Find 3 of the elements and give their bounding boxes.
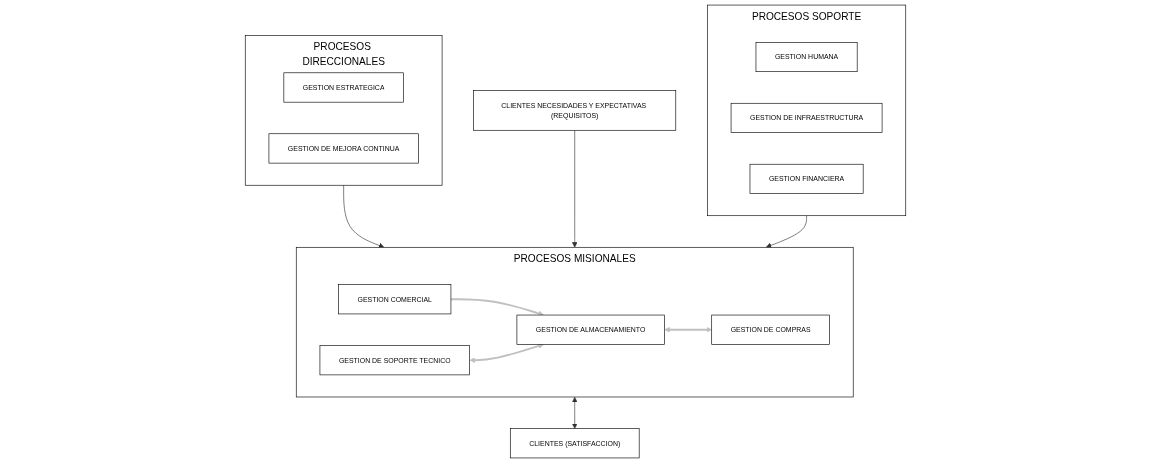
arrow <box>450 298 544 317</box>
arrow <box>469 343 544 363</box>
arrow <box>664 326 712 333</box>
